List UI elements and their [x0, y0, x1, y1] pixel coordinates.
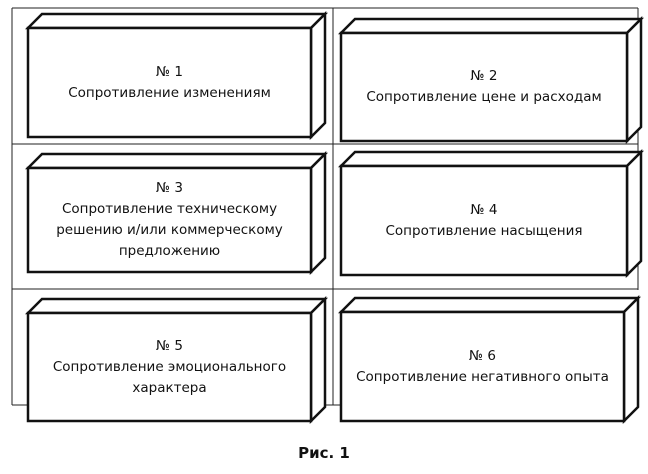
box-side-face: [309, 10, 327, 141]
box-number: № 4: [470, 201, 498, 218]
box-text: Сопротивление изменениям: [68, 84, 271, 101]
box-side-face: [309, 150, 327, 276]
box-number: № 1: [156, 63, 183, 80]
figure-caption: Рис. 1: [298, 444, 350, 462]
box-1-label: № 1 Сопротивление изменениям: [28, 28, 311, 137]
box-text: предложению: [118, 243, 221, 259]
box-front-face: [339, 310, 626, 423]
box-4-label: № 4 Сопротивление насыщения: [341, 166, 627, 275]
box-front-face: [26, 26, 313, 139]
box-text: Сопротивление цене и расходам: [366, 89, 602, 105]
box-3: [24, 150, 329, 276]
box-5: [24, 295, 329, 425]
box-number: № 3: [156, 180, 183, 196]
box-text: решению и/или коммерческому: [56, 222, 283, 238]
box-top-face: [337, 296, 642, 314]
box-side-face: [622, 294, 640, 425]
box-top-face: [337, 150, 645, 168]
box-front-face: [339, 31, 629, 143]
box-top-face: [24, 152, 329, 170]
box-text: Сопротивление эмоционального: [52, 358, 287, 375]
box-number: № 5: [156, 337, 183, 354]
box-top-face: [24, 12, 329, 30]
box-text: Сопротивление насыщения: [385, 222, 583, 239]
box-side-face: [309, 295, 327, 425]
box-side-face: [625, 148, 643, 279]
box-2-label: № 2 Сопротивление цене и расходам: [341, 33, 627, 141]
box-text: Сопротивление негативного опыта: [356, 368, 609, 385]
box-4: [337, 148, 645, 279]
box-5-label: № 5 Сопротивление эмоционального характе…: [28, 313, 311, 421]
box-top-face: [337, 17, 645, 35]
box-text: характера: [132, 379, 207, 396]
box-number: № 2: [470, 68, 498, 84]
box-front-face: [339, 164, 629, 277]
box-3-label: № 3 Сопротивление техническому решению и…: [28, 168, 311, 272]
box-6: [337, 294, 642, 425]
box-front-face: [26, 166, 313, 274]
box-text: Сопротивление техническому: [61, 201, 278, 217]
box-6-label: № 6 Сопротивление негативного опыта: [341, 312, 624, 421]
box-1: [24, 10, 329, 141]
box-top-face: [24, 297, 329, 315]
box-side-face: [625, 15, 643, 145]
box-2: [337, 15, 645, 145]
box-number: № 6: [469, 347, 496, 364]
box-front-face: [26, 311, 313, 423]
